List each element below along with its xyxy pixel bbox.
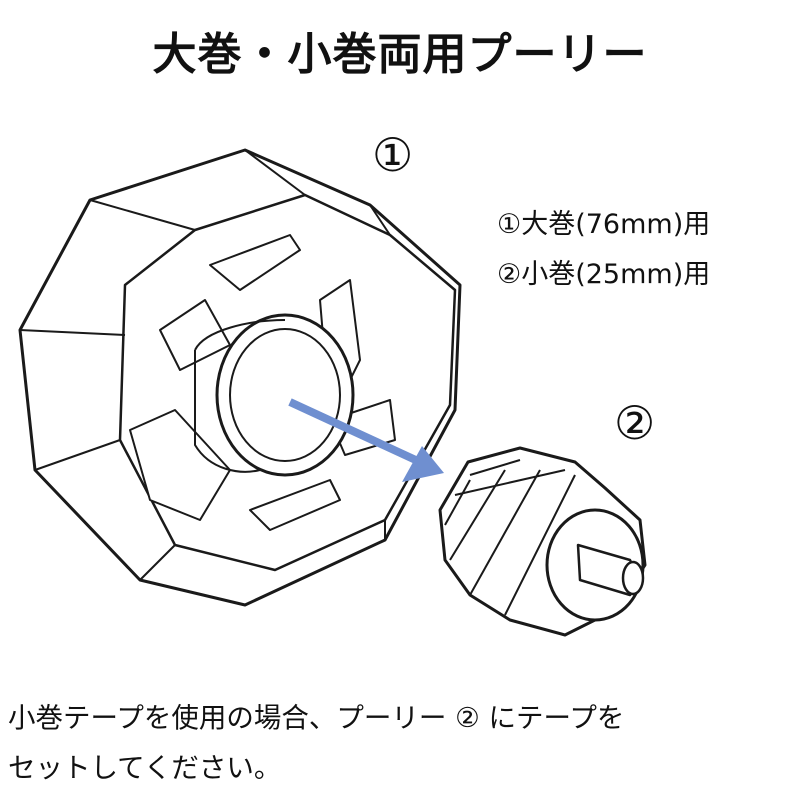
callout-small-pulley: ② [614,396,656,450]
page-title: 大巻・小巻両用プーリー [152,29,648,80]
usage-instructions: 小巻テープを使用の場合、プーリー ② にテープを セットしてください。 [8,693,798,793]
legend-item-large: ①大巻(76mm)用 [497,209,711,240]
large-pulley-icon [18,148,462,607]
legend-item-small: ②小巻(25mm)用 [497,259,711,290]
size-legend: ①大巻(76mm)用 ②小巻(25mm)用 [497,200,710,300]
instruction-line-1: 小巻テープを使用の場合、プーリー ② にテープを [8,702,625,734]
callout-large-pulley: ① [372,128,414,182]
instruction-line-2: セットしてください。 [8,752,282,784]
small-pulley-icon [438,446,647,637]
insertion-arrow-icon [288,398,444,482]
